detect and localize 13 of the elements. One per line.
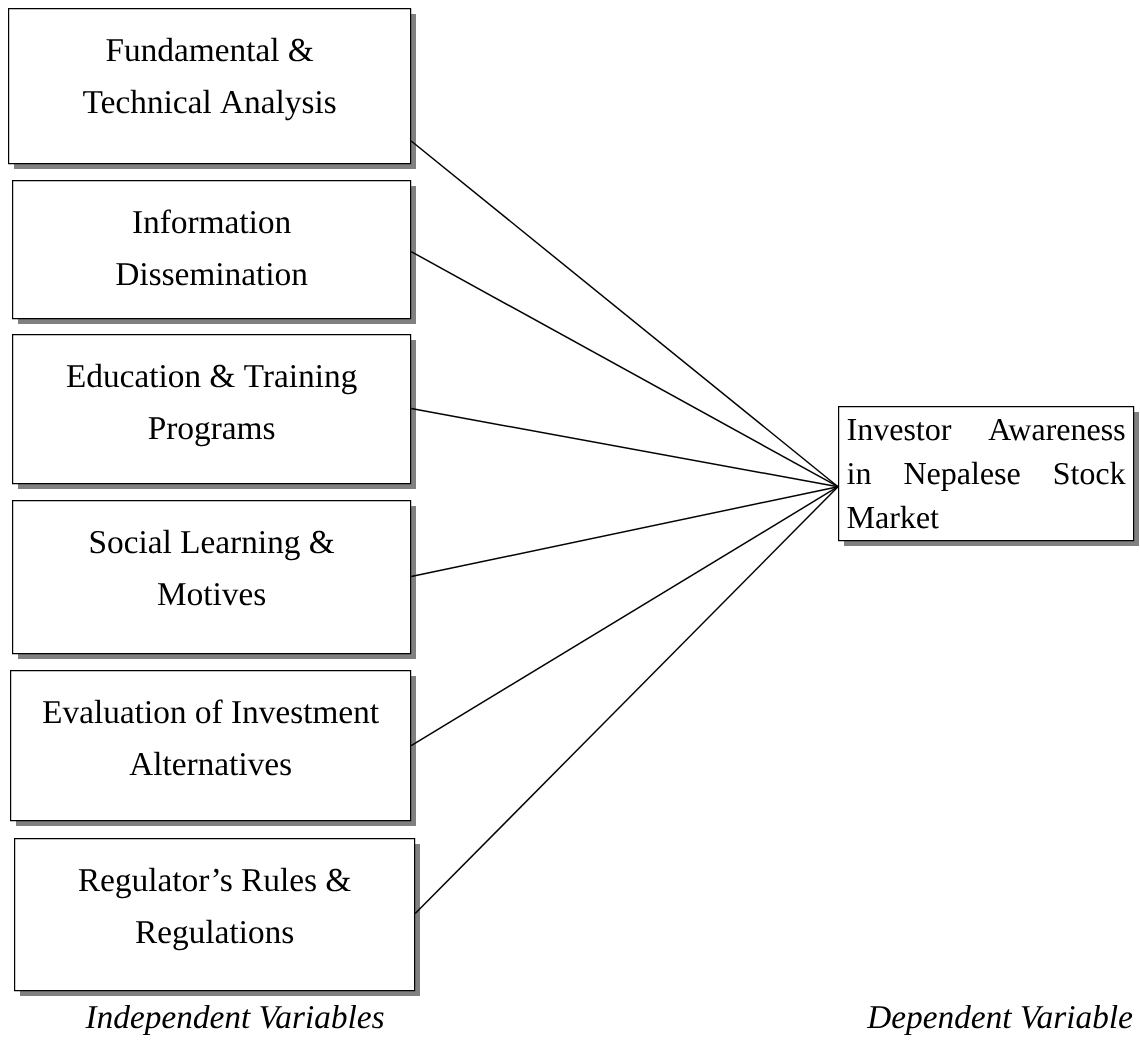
variable-box: Regulator’s Rules & Regulations	[14, 838, 420, 996]
connector-line	[410, 250, 839, 488]
connector-line	[410, 140, 839, 488]
variable-box: Education & Training Programs	[12, 334, 416, 489]
connector-line	[410, 485, 839, 747]
variable-box: Evaluation of Investment Alternatives	[10, 670, 416, 826]
axis-caption: Dependent Variable	[866, 1004, 1133, 1036]
variable-box: Investor Awareness in Nepalese Stock Market	[838, 406, 1139, 546]
connector-line	[414, 485, 839, 915]
variable-box: Fundamental & Technical Analysis	[8, 8, 416, 169]
variable-box: Information Dissemination	[12, 180, 416, 324]
connector-line	[410, 485, 839, 578]
variable-box: Social Learning & Motives	[12, 500, 416, 659]
